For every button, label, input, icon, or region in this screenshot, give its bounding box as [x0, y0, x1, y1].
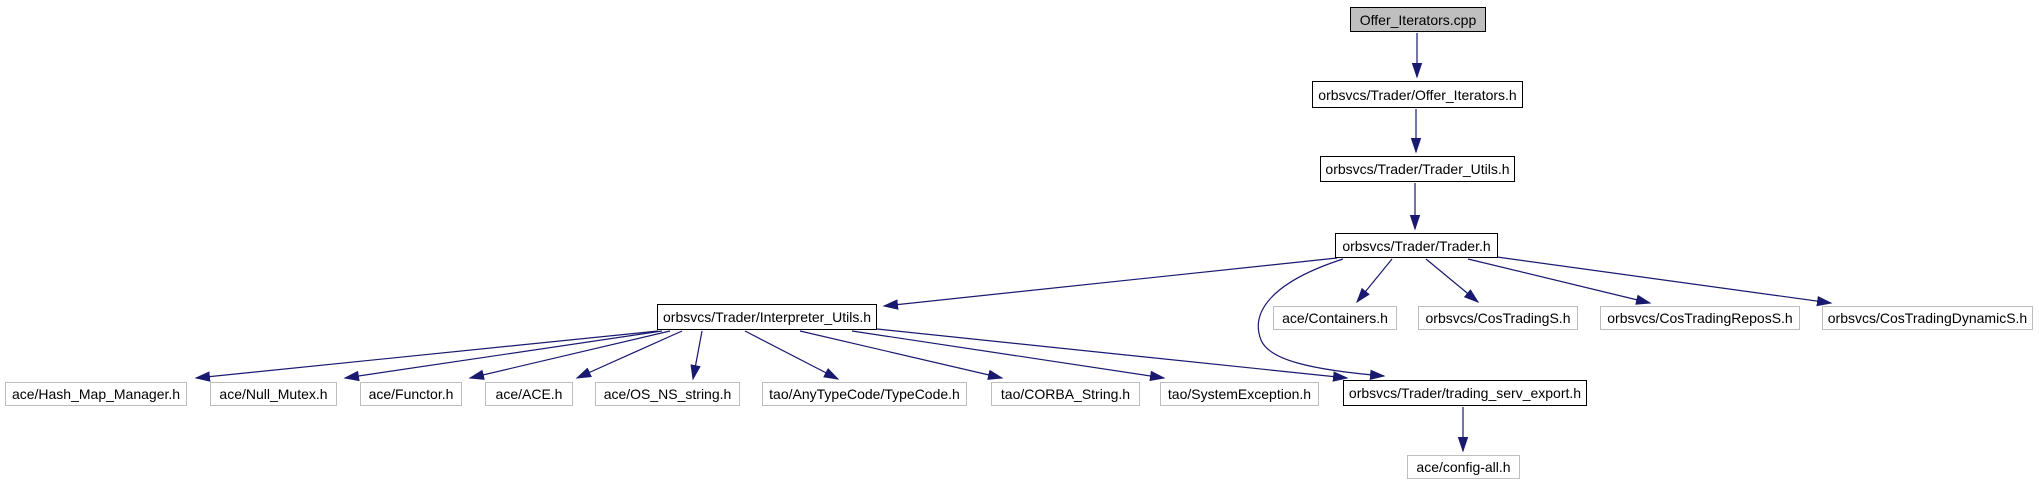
node-ace_functor_h[interactable]: ace/Functor.h	[360, 382, 462, 406]
node-cos_trading_dynamic_s_h[interactable]: orbsvcs/CosTradingDynamicS.h	[1822, 306, 2033, 330]
node-ace_config_all_h[interactable]: ace/config-all.h	[1407, 455, 1520, 479]
node-trading_serv_export_h[interactable]: orbsvcs/Trader/trading_serv_export.h	[1343, 380, 1587, 406]
edge-trader_h-to-interpreter_utils_h	[882, 257, 1338, 310]
node-ace_hash_map_manager_h[interactable]: ace/Hash_Map_Manager.h	[5, 382, 187, 406]
edge-interpreter_utils_h-to-tao_corba_string_h	[799, 330, 1004, 380]
node-trader_utils_h[interactable]: orbsvcs/Trader/Trader_Utils.h	[1320, 156, 1515, 182]
edge-interpreter_utils_h-to-tao_system_exception_h	[851, 330, 1166, 382]
node-ace_os_ns_string_h[interactable]: ace/OS_NS_string.h	[595, 382, 740, 406]
node-tao_system_exception_h[interactable]: tao/SystemException.h	[1160, 382, 1319, 406]
node-interpreter_utils_h[interactable]: orbsvcs/Trader/Interpreter_Utils.h	[657, 304, 877, 330]
node-offer_iterators_h[interactable]: orbsvcs/Trader/Offer_Iterators.h	[1312, 81, 1523, 108]
node-tao_corba_string_h[interactable]: tao/CORBA_String.h	[991, 382, 1140, 406]
edge-interpreter_utils_h-to-ace_hash_map_manager_h	[194, 330, 659, 382]
node-ace_containers_h[interactable]: ace/Containers.h	[1273, 306, 1397, 330]
edge-interpreter_utils_h-to-ace_functor_h	[468, 330, 671, 380]
node-ace_ace_h[interactable]: ace/ACE.h	[485, 382, 573, 406]
edge-trader_h-to-trading_serv_export_h	[1257, 258, 1386, 381]
edge-interpreter_utils_h-to-ace_os_ns_string_h	[690, 330, 703, 381]
edge-trader_h-to-cos_trading_repos_s_h	[1467, 258, 1652, 305]
node-trader_h[interactable]: orbsvcs/Trader/Trader.h	[1335, 233, 1498, 258]
node-cos_trading_s_h[interactable]: orbsvcs/CosTradingS.h	[1418, 306, 1578, 330]
node-ace_null_mutex_h[interactable]: ace/Null_Mutex.h	[210, 382, 337, 406]
edge-interpreter_utils_h-to-ace_null_mutex_h	[343, 330, 663, 382]
edge-interpreter_utils_h-to-ace_ace_h	[575, 330, 683, 379]
edge-interpreter_utils_h-to-tao_typecode_h	[744, 330, 840, 380]
edge-interpreter_utils_h-to-trading_serv_export_h	[876, 328, 1349, 382]
node-tao_typecode_h[interactable]: tao/AnyTypeCode/TypeCode.h	[762, 382, 967, 406]
edge-trader_h-to-cos_trading_s_h	[1425, 258, 1480, 303]
node-cos_trading_repos_s_h[interactable]: orbsvcs/CosTradingReposS.h	[1600, 306, 1800, 330]
node-offer_iterators_cpp: Offer_Iterators.cpp	[1350, 7, 1486, 32]
edge-trader_h-to-cos_trading_dynamic_s_h	[1496, 256, 1833, 307]
edge-trader_h-to-ace_containers_h	[1356, 258, 1393, 304]
